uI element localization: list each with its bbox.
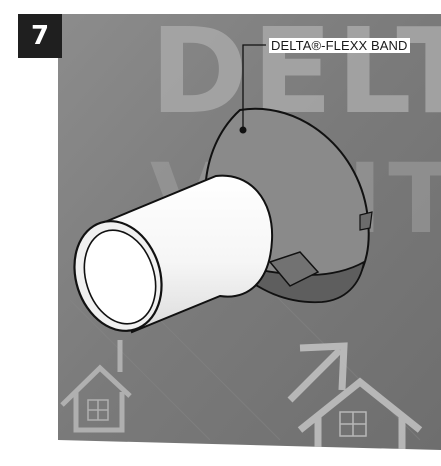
callout-anchor-dot	[240, 127, 247, 134]
step-number-badge: 7	[18, 14, 62, 58]
callout-label-flexx-band: DELTA®-FLEXX BAND	[269, 38, 410, 53]
